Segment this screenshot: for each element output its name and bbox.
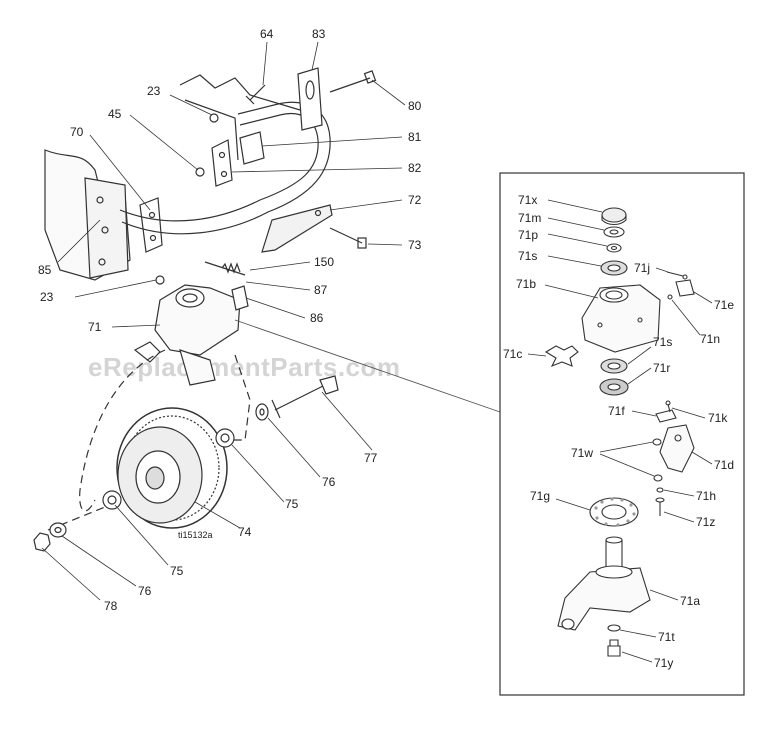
callout-72: 72 (408, 193, 422, 207)
callout-23-top: 23 (147, 84, 161, 98)
figure-id: ti15132a (178, 530, 213, 540)
inset-label-71y: 71y (654, 656, 673, 670)
inset-label-71z: 71z (696, 515, 715, 529)
inset-leaders (527, 199, 713, 663)
callout-77: 77 (364, 451, 378, 465)
inset-label-71n: 71n (700, 332, 720, 346)
inset-label-71f: 71f (608, 404, 625, 418)
inset-label-71c: 71c (503, 347, 522, 361)
inset-label-71w: 71w (571, 446, 593, 460)
inset-label-71e: 71e (714, 298, 734, 312)
callout-74: 74 (238, 525, 252, 539)
callout-82: 82 (408, 161, 422, 175)
callout-80: 80 (408, 99, 422, 113)
inset-label-71s-bottom: 71s (653, 335, 672, 349)
inset-label-71g: 71g (530, 489, 550, 503)
callout-73: 73 (408, 238, 422, 252)
inset-label-71k: 71k (708, 411, 728, 425)
callout-81: 81 (408, 130, 422, 144)
callout-87: 87 (314, 283, 328, 297)
inset-label-71j: 71j (634, 261, 650, 275)
watermark: eReplacementParts.com (88, 352, 401, 382)
inset-label-71p: 71p (518, 228, 538, 242)
inset-label-71a: 71a (680, 594, 700, 608)
callout-83: 83 (312, 27, 326, 41)
callout-85: 85 (38, 263, 52, 277)
callout-76-right: 76 (322, 475, 336, 489)
inset-label-71r: 71r (653, 361, 670, 375)
leader-lines (41, 41, 406, 601)
callout-70: 70 (70, 125, 84, 139)
callout-45: 45 (108, 107, 122, 121)
callout-150: 150 (314, 255, 334, 269)
inset-parts (544, 207, 695, 657)
inset-label-71x: 71x (518, 193, 537, 207)
callout-76-left: 76 (138, 584, 152, 598)
inset-label-71s-top: 71s (518, 249, 537, 263)
inset-label-71d: 71d (714, 458, 734, 472)
callout-75-right: 75 (285, 497, 299, 511)
inset-label-71h: 71h (696, 489, 716, 503)
callout-64: 64 (260, 27, 274, 41)
callout-78: 78 (104, 599, 118, 613)
callout-75-left: 75 (170, 564, 184, 578)
inset-label-71b: 71b (516, 277, 536, 291)
callout-23-mid: 23 (40, 290, 54, 304)
inset-label-71t: 71t (658, 630, 675, 644)
frame-assembly (33, 67, 501, 552)
callout-71: 71 (88, 320, 102, 334)
inset-label-71m: 71m (518, 211, 541, 225)
callout-86: 86 (310, 311, 324, 325)
